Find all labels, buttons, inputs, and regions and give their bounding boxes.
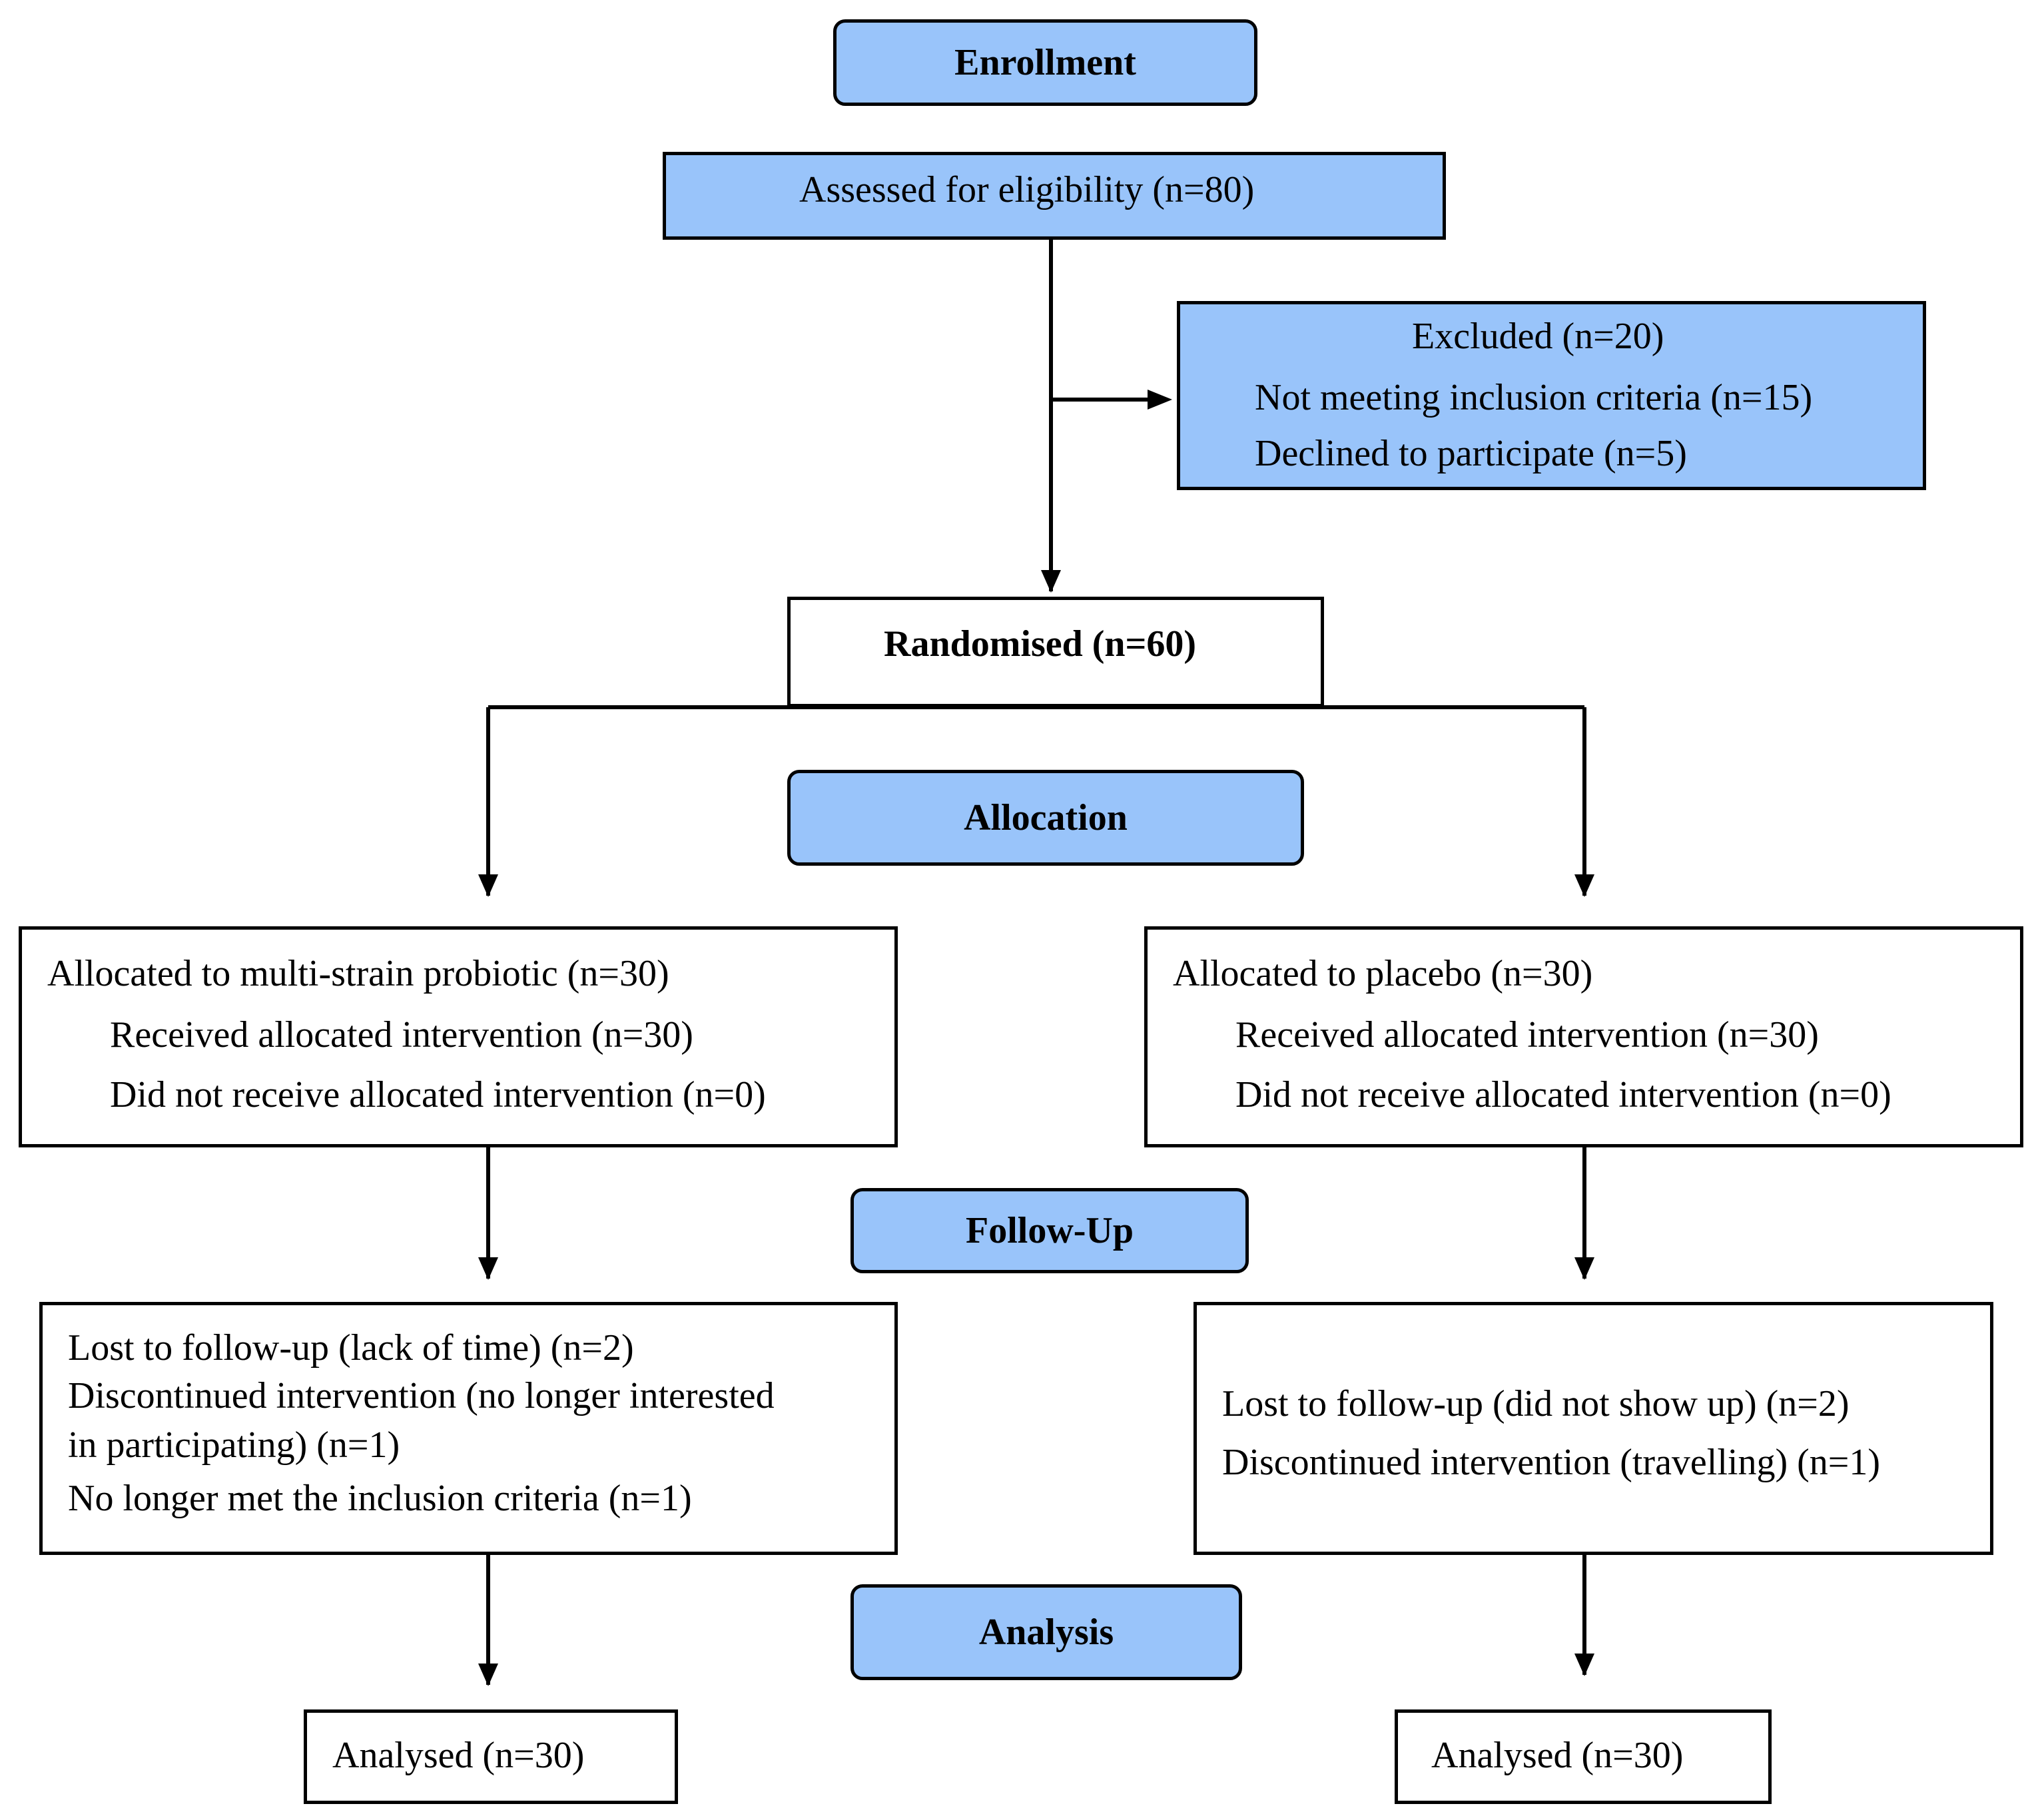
excluded-item: Not meeting inclusion criteria (n=15) <box>1255 377 1813 418</box>
stage-allocation-label: Allocation <box>964 797 1128 838</box>
stage-analysis: Analysis <box>850 1584 1242 1680</box>
stage-allocation: Allocation <box>787 770 1304 866</box>
arm-received-text: Received allocated intervention (n=30) <box>110 1014 693 1056</box>
randomised-text: Randomised (n=60) <box>884 623 1197 665</box>
stage-analysis-label: Analysis <box>978 1612 1114 1653</box>
randomised-box: Randomised (n=60) <box>787 597 1324 707</box>
arm-probiotic-allocation-box: Allocated to multi-strain probiotic (n=3… <box>19 926 898 1147</box>
stage-enrollment-label: Enrollment <box>954 42 1136 83</box>
arm-not-received-text: Did not receive allocated intervention (… <box>110 1074 766 1115</box>
arrowhead-placebo-followup <box>1574 1257 1594 1280</box>
followup-text: Discontinued intervention (travelling) (… <box>1222 1442 1880 1483</box>
assessed-box: Assessed for eligibility (n=80) <box>663 152 1446 240</box>
arm-probiotic-followup-box: Lost to follow-up (lack of time) (n=2) D… <box>39 1302 898 1555</box>
analysed-text: Analysed (n=30) <box>1431 1735 1684 1776</box>
arm-allocated-text: Allocated to placebo (n=30) <box>1173 953 1593 994</box>
followup-text: in participating) (n=1) <box>68 1424 400 1466</box>
arrowhead-probiotic-followup <box>478 1257 498 1280</box>
arm-allocated-text: Allocated to multi-strain probiotic (n=3… <box>47 953 669 994</box>
followup-text: No longer met the inclusion criteria (n=… <box>68 1478 692 1519</box>
arm-placebo-allocation-box: Allocated to placebo (n=30) Received all… <box>1144 926 2023 1147</box>
arrowhead-randomised <box>1041 570 1061 593</box>
arrowhead-excluded <box>1148 390 1172 410</box>
stage-follow-up-label: Follow-Up <box>966 1210 1134 1251</box>
followup-text: Lost to follow-up (lack of time) (n=2) <box>68 1327 634 1368</box>
arrowhead-probiotic-arm <box>478 874 498 897</box>
arm-placebo-analysed-box: Analysed (n=30) <box>1395 1709 1772 1804</box>
excluded-item: Declined to participate (n=5) <box>1255 433 1687 474</box>
arm-received-text: Received allocated intervention (n=30) <box>1235 1014 1819 1056</box>
arrowhead-placebo-arm <box>1574 874 1594 897</box>
arrowhead-probiotic-analysis <box>478 1664 498 1686</box>
stage-follow-up: Follow-Up <box>850 1188 1249 1273</box>
analysed-text: Analysed (n=30) <box>332 1735 585 1776</box>
arm-not-received-text: Did not receive allocated intervention (… <box>1235 1074 1891 1115</box>
followup-text: Lost to follow-up (did not show up) (n=2… <box>1222 1383 1850 1424</box>
arrowhead-placebo-analysis <box>1574 1654 1594 1676</box>
stage-enrollment: Enrollment <box>833 19 1257 106</box>
excluded-box: Excluded (n=20) Not meeting inclusion cr… <box>1177 301 1926 490</box>
arm-placebo-followup-box: Lost to follow-up (did not show up) (n=2… <box>1193 1302 1993 1555</box>
arm-probiotic-analysed-box: Analysed (n=30) <box>304 1709 678 1804</box>
excluded-title: Excluded (n=20) <box>1412 316 1664 357</box>
followup-text: Discontinued intervention (no longer int… <box>68 1375 775 1416</box>
assessed-text: Assessed for eligibility (n=80) <box>799 169 1255 210</box>
